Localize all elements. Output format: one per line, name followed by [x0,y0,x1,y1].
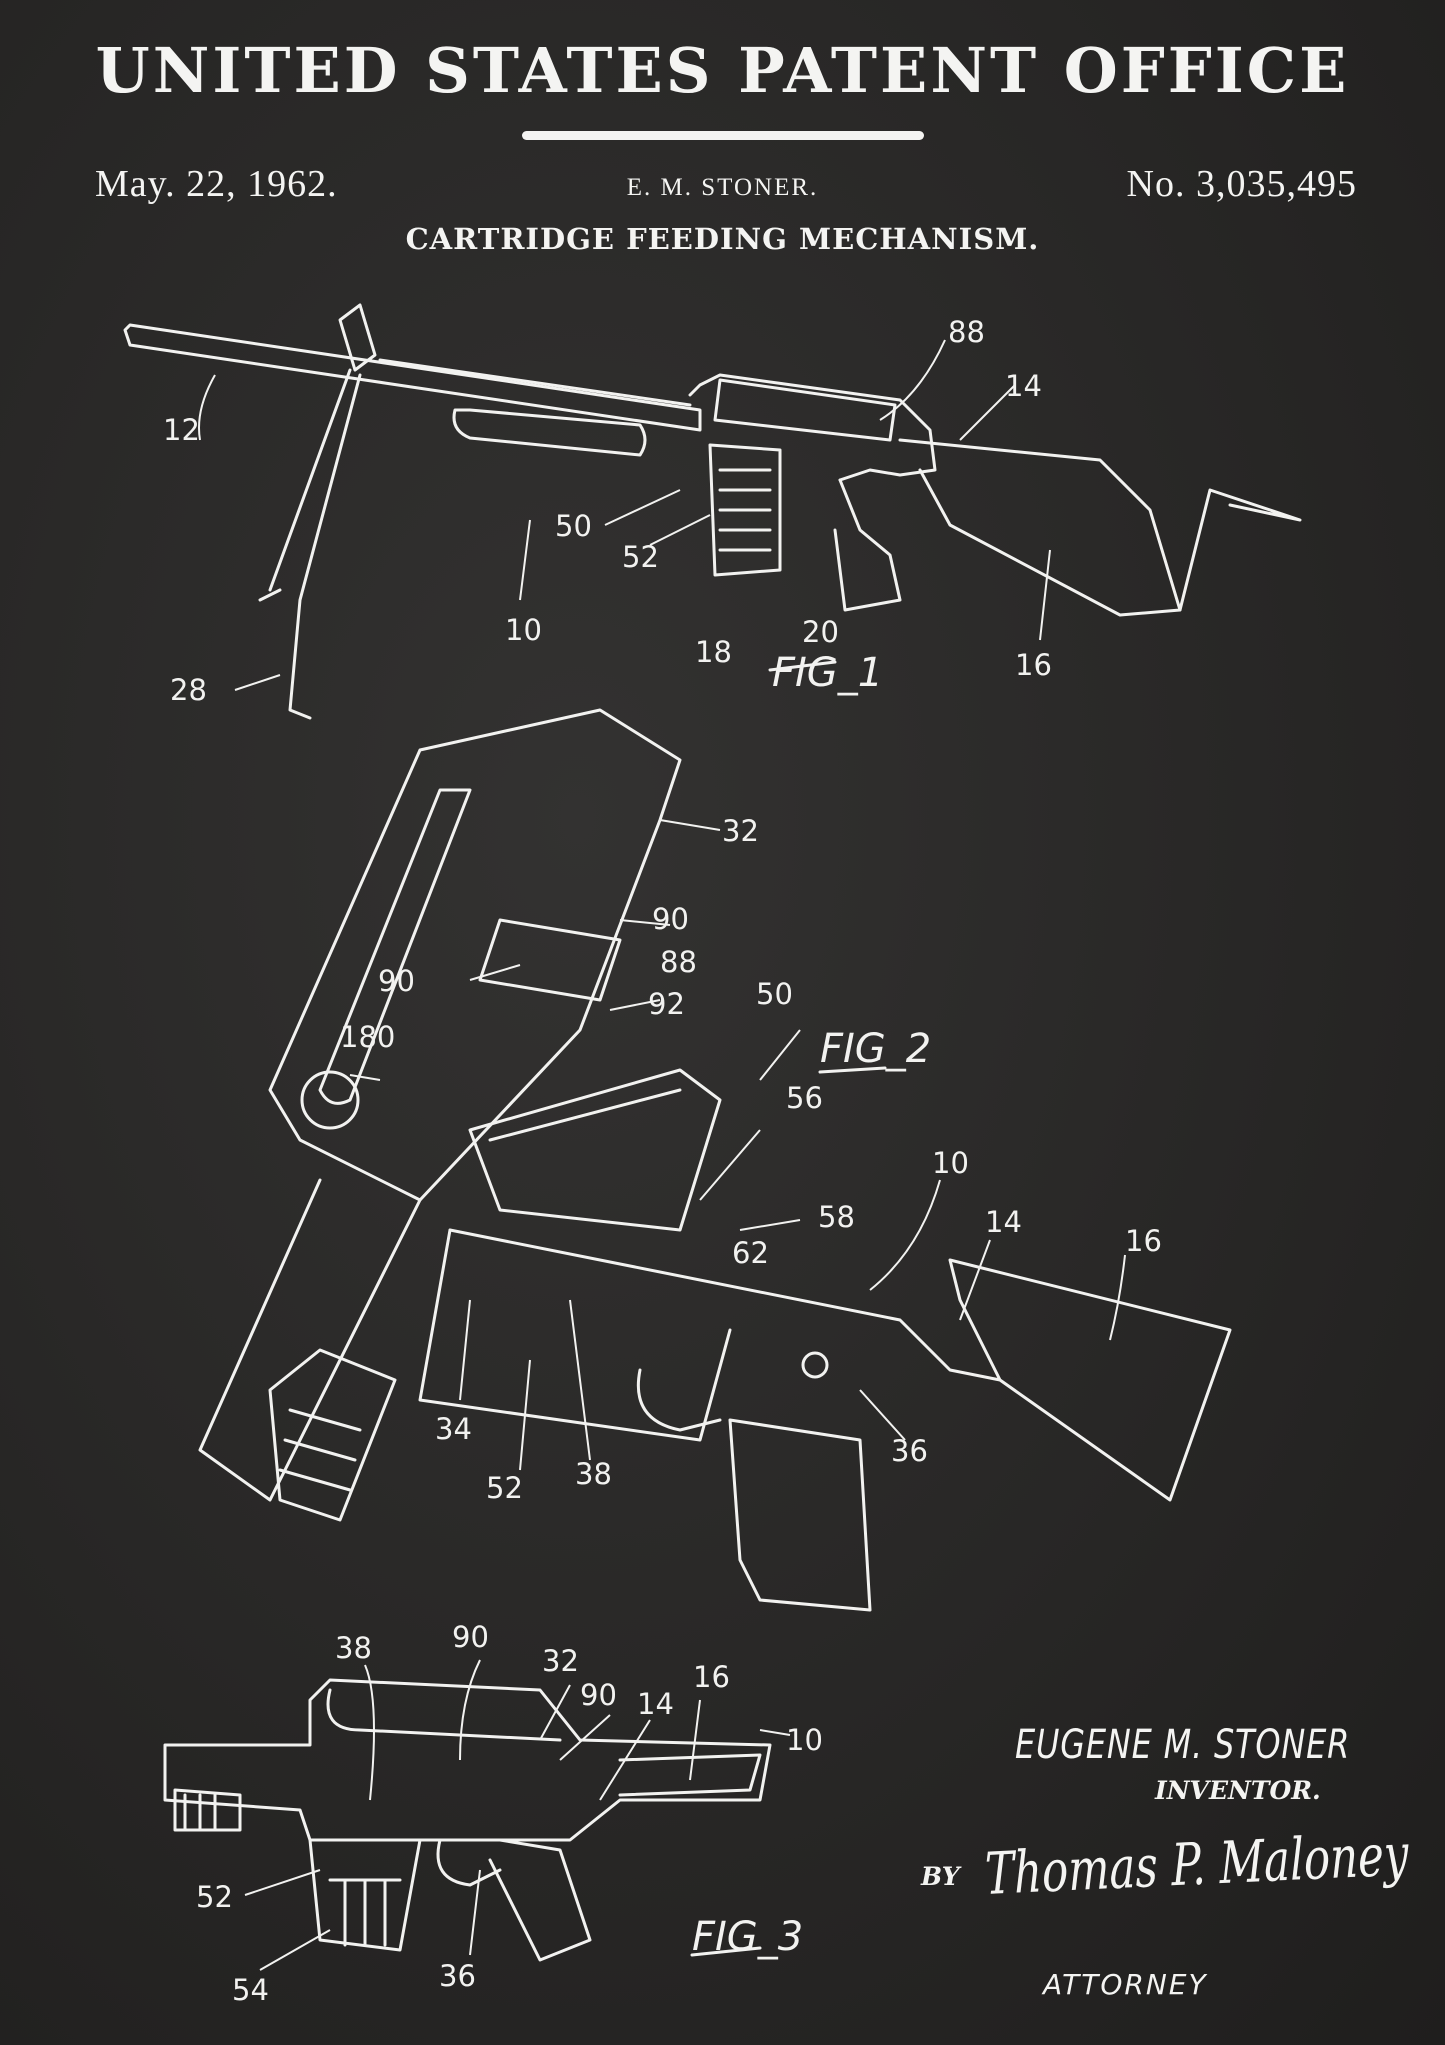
figure-1-rifle-drawing [123,303,1302,720]
ref-numeral: 28 [170,673,207,707]
ref-numeral: 38 [335,1631,372,1665]
figure-1-labels: 12 88 14 50 52 10 18 20 16 28 FIG_1 [163,315,1052,707]
ref-numeral: 90 [580,1678,617,1712]
ref-numeral: 14 [985,1205,1022,1239]
ref-numeral: 10 [505,613,542,647]
ref-numeral: 14 [1005,369,1042,403]
attorney-label: ATTORNEY [1043,1968,1208,2001]
figure-2-label: FIG_2 [820,1026,931,1072]
ref-numeral: 18 [695,635,732,669]
ref-numeral: 88 [948,315,985,349]
by-label: BY [921,1862,960,1891]
patent-subtitle: CARTRIDGE FEEDING MECHANISM. [405,222,1040,256]
ref-numeral: 32 [722,814,759,848]
ref-numeral: 90 [652,902,689,936]
ref-numeral: 16 [693,1660,730,1694]
ref-numeral: 14 [637,1687,674,1721]
ref-numeral: 90 [378,964,415,998]
poster-title: UNITED STATES PATENT OFFICE [95,34,1350,107]
ref-numeral: 58 [818,1200,855,1234]
ref-numeral: 16 [1125,1224,1162,1258]
ref-numeral: 10 [932,1146,969,1180]
ref-numeral: 92 [648,987,685,1021]
figure-1-label: FIG_1 [772,650,883,696]
ref-numeral: 56 [786,1081,823,1115]
ref-numeral: 52 [486,1471,523,1505]
ref-numeral: 38 [575,1457,612,1491]
inventor-label: INVENTOR. [1155,1776,1321,1805]
figure-3-labels: 38 90 32 90 14 16 10 52 54 36 FIG_3 [196,1620,823,2007]
ref-numeral: 88 [660,945,697,979]
ref-numeral: 16 [1015,648,1052,682]
ref-numeral: 54 [232,1973,269,2007]
patent-number: No. 3,035,495 [1126,163,1357,205]
figure-2-receiver-drawing [198,708,1232,1612]
figure-3-label: FIG_3 [692,1914,803,1960]
ref-numeral: 20 [802,615,839,649]
ref-numeral: 180 [340,1020,395,1054]
title-divider [522,131,924,140]
inventor-short: E. M. STONER. [626,174,819,201]
ref-numeral: 10 [786,1723,823,1757]
patent-date: May. 22, 1962. [95,163,338,205]
ref-numeral: 52 [196,1880,233,1914]
ref-numeral: 34 [435,1412,472,1446]
ref-numeral: 32 [542,1644,579,1678]
ref-numeral: 90 [452,1620,489,1654]
ref-numeral: 62 [732,1236,769,1270]
figure-2-labels: 32 90 90 88 92 50 180 56 10 58 14 16 62 … [340,814,1162,1505]
figure-3-side-view-drawing [163,1659,791,1971]
ref-numeral: 36 [891,1434,928,1468]
ref-numeral: 36 [439,1959,476,1993]
ref-numeral: 50 [756,977,793,1011]
inventor-name: EUGENE M. STONER [1015,1722,1351,1768]
ref-numeral: 50 [555,509,592,543]
ref-numeral: 12 [163,413,200,447]
ref-numeral: 52 [622,540,659,574]
